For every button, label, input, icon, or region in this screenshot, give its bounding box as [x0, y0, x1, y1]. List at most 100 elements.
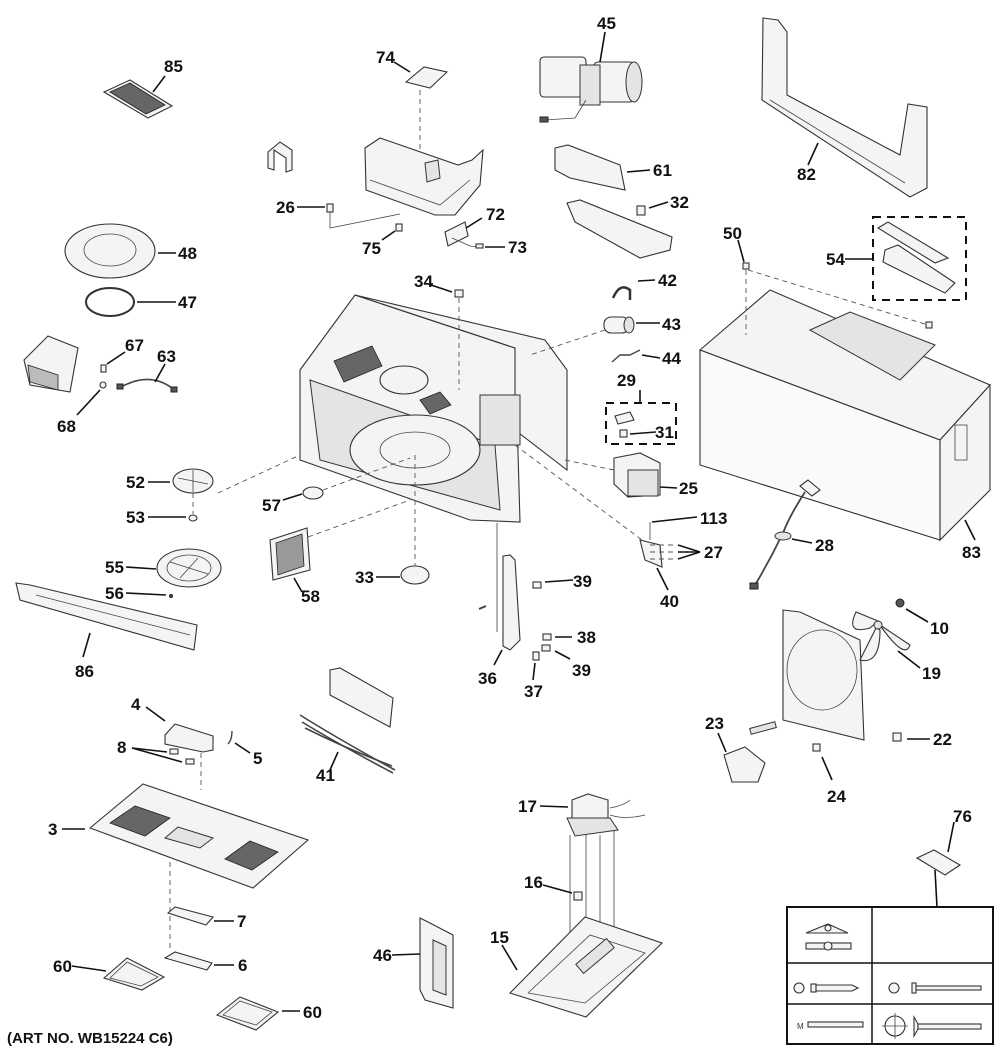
callout-19[interactable]: 19	[922, 664, 941, 683]
callout-76[interactable]: 76	[953, 807, 972, 826]
callout-27[interactable]: 27	[704, 543, 723, 562]
part-76-hardware-kit[interactable]	[915, 849, 962, 876]
callout-45[interactable]: 45	[597, 14, 616, 33]
part-56-screw[interactable]	[169, 594, 173, 598]
callout-60b[interactable]: 60	[303, 1003, 322, 1022]
part-61-air-duct[interactable]	[554, 144, 626, 191]
callout-15[interactable]: 15	[490, 928, 509, 947]
part-26-thermostat[interactable]	[326, 203, 334, 213]
callout-37[interactable]: 37	[524, 682, 543, 701]
callout-68[interactable]: 68	[57, 417, 76, 436]
callout-3[interactable]: 3	[48, 820, 57, 839]
callout-86[interactable]: 86	[75, 662, 94, 681]
part-86-vent-grille[interactable]	[15, 582, 198, 651]
part-53-stirrer-motor[interactable]	[188, 514, 198, 522]
part-57-coupler[interactable]	[302, 486, 324, 500]
callout-85[interactable]: 85	[164, 57, 183, 76]
callout-43[interactable]: 43	[662, 315, 681, 334]
part-22-thermistor[interactable]	[892, 732, 902, 742]
part-41-wire-harness[interactable]	[299, 714, 396, 774]
callout-44[interactable]: 44	[662, 349, 681, 368]
callout-31[interactable]: 31	[655, 423, 674, 442]
part-74-cover[interactable]	[404, 66, 449, 89]
callout-53[interactable]: 53	[126, 508, 145, 527]
part-24-thermostat[interactable]	[812, 743, 821, 752]
part-40-fuse-bracket[interactable]	[639, 539, 663, 568]
callout-50[interactable]: 50	[723, 224, 742, 243]
callout-17[interactable]: 17	[518, 797, 537, 816]
part-67-lamp[interactable]	[100, 364, 107, 373]
callout-22[interactable]: 22	[933, 730, 952, 749]
callout-16[interactable]: 16	[524, 873, 543, 892]
callout-60a[interactable]: 60	[53, 957, 72, 976]
callout-8[interactable]: 8	[117, 738, 126, 757]
part-37-switch-lever[interactable]	[532, 651, 540, 661]
callout-42[interactable]: 42	[658, 271, 677, 290]
callout-63[interactable]: 63	[157, 347, 176, 366]
part-31-thermostat[interactable]	[619, 429, 628, 438]
part-32-cap[interactable]	[636, 205, 646, 216]
part-45-blower-motor[interactable]	[539, 56, 643, 123]
callout-72[interactable]: 72	[486, 205, 505, 224]
part-82-mounting-plate[interactable]	[761, 17, 928, 198]
part-44-diode[interactable]	[611, 349, 641, 363]
part-85-charcoal-filter[interactable]	[102, 79, 174, 119]
part-4-light-housing[interactable]	[164, 723, 214, 753]
callout-113[interactable]: 113	[700, 509, 727, 528]
part-19-fan-blade[interactable]	[852, 611, 911, 662]
callout-74[interactable]: 74	[376, 48, 395, 67]
callout-48[interactable]: 48	[178, 244, 197, 263]
callout-7[interactable]: 7	[237, 912, 246, 931]
callout-24[interactable]: 24	[827, 787, 846, 806]
callout-61[interactable]: 61	[653, 161, 672, 180]
part-46-door-choke[interactable]	[419, 917, 454, 1009]
callout-67[interactable]: 67	[125, 336, 144, 355]
callout-33[interactable]: 33	[355, 568, 374, 587]
part-10-fan-nut[interactable]	[895, 598, 905, 608]
part-68-lamp-socket[interactable]	[99, 381, 107, 389]
part-23-fan-motor[interactable]	[723, 721, 777, 783]
callout-26[interactable]: 26	[276, 198, 295, 217]
part-39-interlock-switch-bottom[interactable]	[541, 644, 551, 652]
part-58-waveguide-cover[interactable]	[269, 527, 311, 581]
part-15-base[interactable]	[508, 916, 664, 1018]
callout-39a[interactable]: 39	[573, 572, 592, 591]
part-60-grease-filter-a[interactable]	[102, 957, 166, 991]
part-55-stirrer-cover[interactable]	[156, 548, 222, 588]
callout-34[interactable]: 34	[414, 272, 433, 291]
callout-40[interactable]: 40	[660, 592, 679, 611]
part-43-capacitor[interactable]	[603, 316, 635, 334]
part-36-latch-board[interactable]	[502, 554, 521, 651]
callout-38[interactable]: 38	[577, 628, 596, 647]
callout-29[interactable]: 29	[617, 371, 636, 390]
part-29-plate[interactable]	[614, 411, 635, 425]
callout-55[interactable]: 55	[105, 558, 124, 577]
callout-46[interactable]: 46	[373, 946, 392, 965]
part-72-sensor[interactable]	[444, 221, 469, 247]
part-6-lens-cover[interactable]	[163, 951, 213, 971]
part-5-lamp-wire[interactable]	[227, 730, 233, 745]
callout-39b[interactable]: 39	[572, 661, 591, 680]
callout-58[interactable]: 58	[301, 587, 320, 606]
callout-47[interactable]: 47	[178, 293, 197, 312]
part-28-power-cord[interactable]	[749, 479, 821, 590]
part-25-magnetron[interactable]	[613, 452, 661, 498]
callout-54[interactable]: 54	[826, 250, 845, 269]
callout-32[interactable]: 32	[670, 193, 689, 212]
part-3-base-plate[interactable]	[88, 783, 310, 889]
callout-23[interactable]: 23	[705, 714, 724, 733]
part-34-thermal-cutout[interactable]	[454, 289, 464, 298]
callout-52[interactable]: 52	[126, 473, 145, 492]
part-17-transformer[interactable]	[566, 793, 646, 837]
part-50-nut[interactable]	[742, 262, 750, 270]
part-8-lamp-lens[interactable]	[169, 748, 195, 765]
part-54-damper[interactable]	[876, 221, 956, 294]
callout-75[interactable]: 75	[362, 239, 381, 258]
part-47-roller-ring[interactable]	[85, 287, 135, 317]
part-73-harness[interactable]	[475, 243, 484, 249]
callout-73[interactable]: 73	[508, 238, 527, 257]
part-42-capacitor-bracket[interactable]	[611, 286, 632, 300]
part-39-interlock-switch-top[interactable]	[532, 581, 542, 589]
part-16-thermal-fuse[interactable]	[573, 891, 583, 901]
part-63-lamp-harness[interactable]	[116, 378, 178, 393]
